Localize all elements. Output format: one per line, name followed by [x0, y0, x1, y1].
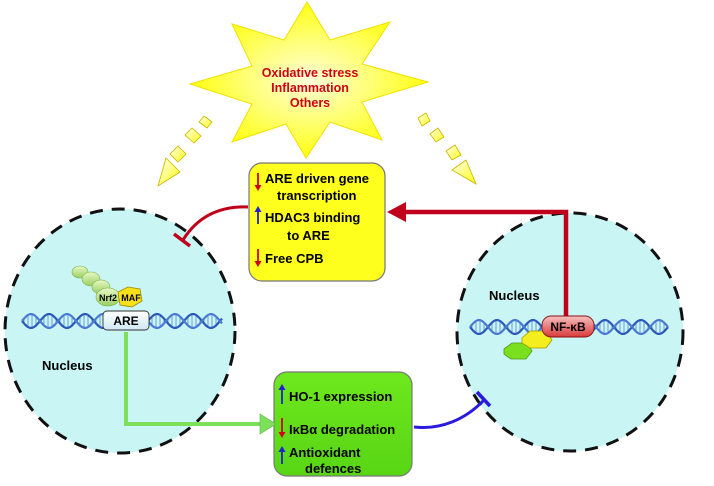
- yellow-item-1-line-2: transcription: [277, 188, 357, 203]
- down-arrow-icon: [278, 418, 286, 438]
- maf-label: MAF: [121, 293, 141, 303]
- nfkb-arrowhead: [387, 202, 406, 222]
- green-item-1: HO-1 expression: [289, 389, 392, 404]
- stress-line-3: Others: [290, 96, 330, 110]
- left-nucleus-label: Nucleus: [42, 358, 93, 373]
- inhibition-bar-right: [475, 390, 492, 408]
- nfkb-protein: [541, 315, 595, 338]
- down-arrow-icon: [254, 249, 262, 267]
- up-arrow-icon: [254, 206, 262, 224]
- stress-starburst: [188, 1, 430, 159]
- yellow-effects-box: [248, 162, 386, 282]
- yellow-item-2-line-1: HDAC3 binding: [265, 210, 360, 225]
- inhibition-curve-left: [181, 205, 249, 241]
- stress-line-2: Inflammation: [271, 81, 349, 95]
- green-item-2: IκBα degradation: [289, 422, 395, 437]
- up-arrow-icon: [278, 384, 286, 404]
- nfkb-activation-arrow: [404, 209, 569, 322]
- inhibition-curve-right: [413, 398, 486, 430]
- down-arrow-icon: [254, 173, 262, 191]
- inhibition-bar-left: [172, 232, 192, 248]
- stress-line-1: Oxidative stress: [262, 66, 359, 80]
- are-label: ARE: [113, 314, 138, 328]
- yellow-cofactor: [521, 330, 553, 349]
- up-arrow-icon: [278, 446, 286, 464]
- yellow-item-3: Free CPB: [265, 251, 324, 266]
- nfkb-label: NF-κB: [550, 320, 586, 334]
- green-arrowhead: [259, 413, 277, 435]
- green-item-3-line-1: Antioxidant: [289, 445, 361, 460]
- green-cofactor: [503, 342, 533, 360]
- right-nucleus-label: Nucleus: [489, 288, 540, 303]
- nrf2-label: Nrf2: [99, 293, 117, 303]
- yellow-item-2-line-2: to ARE: [287, 228, 330, 243]
- maf-protein: [117, 286, 143, 308]
- nrf2-protein: [71, 265, 121, 307]
- are-to-green-arrow: [124, 332, 263, 426]
- right-stress-arrow: [417, 112, 477, 185]
- left-nucleus: [3, 207, 237, 455]
- green-item-3-line-2: defences: [305, 461, 361, 476]
- are-element: [102, 310, 150, 331]
- left-stress-arrow: [157, 115, 213, 187]
- yellow-item-1-line-1: ARE driven gene: [265, 171, 369, 186]
